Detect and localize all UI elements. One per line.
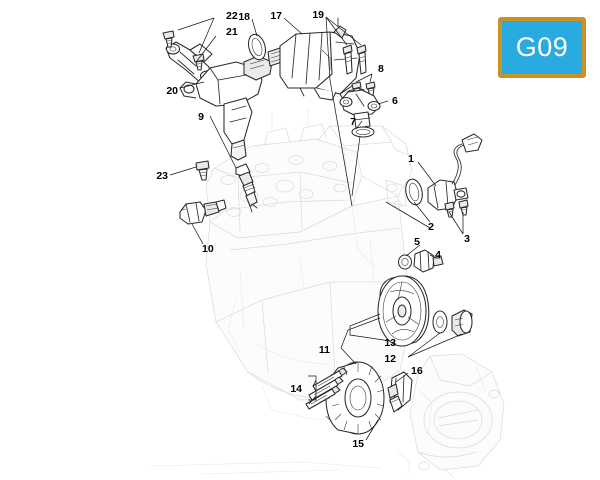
callout-label-23: 23 [156, 170, 168, 182]
crankcase-cover-ghost [397, 353, 505, 479]
callout-label-19: 19 [312, 9, 324, 21]
part-starter-bolt-a [342, 44, 353, 75]
callout-label-16: 16 [411, 365, 423, 377]
part-switch-washer [397, 254, 413, 270]
callout-label-20: 20 [166, 85, 178, 97]
part-sensor-bolt-b [458, 199, 469, 216]
callout-label-22: 22 [226, 10, 238, 22]
part-guide-bracket-bolt-b [192, 53, 205, 71]
callout-label-2: 2 [428, 221, 434, 233]
part-starter-bolt-b [356, 44, 367, 75]
callout-label-14: 14 [290, 383, 302, 395]
callout-label-6: 6 [392, 95, 398, 107]
callout-label-5: 5 [414, 236, 420, 248]
callout-label-21: 21 [226, 26, 238, 38]
part-sensor-o-ring [405, 178, 423, 206]
part-starter-o-ring [247, 33, 267, 61]
diagram-code-badge: G09 [498, 17, 586, 78]
part-crank-position-sensor [427, 133, 483, 211]
part-flywheel-washer [432, 310, 448, 334]
callout-label-15: 15 [352, 438, 364, 450]
callout-label-9: 9 [198, 111, 204, 123]
part-flywheel-bolt [451, 309, 473, 337]
part-guide-bracket-bolt-a [162, 30, 175, 48]
part-flywheel-rotor [377, 275, 430, 347]
callout-label-13: 13 [384, 337, 396, 349]
callout-label-1: 1 [408, 153, 414, 165]
part-spark-plug [235, 163, 258, 213]
leader-lines [169, 16, 464, 441]
part-cover-bolt [195, 160, 210, 181]
callout-label-7: 7 [350, 116, 356, 128]
callout-label-18: 18 [238, 11, 250, 23]
part-coolant-temp-sensor [179, 199, 227, 225]
diagram-code-badge-label: G09 [515, 32, 569, 62]
callout-label-3: 3 [464, 233, 470, 245]
callout-label-17: 17 [270, 10, 282, 22]
callout-label-10: 10 [202, 243, 214, 255]
part-oil-pressure-switch [413, 249, 444, 273]
background-ghost-lines [149, 461, 381, 475]
part-sensor-bolt-a [444, 201, 455, 218]
callout-label-8: 8 [378, 63, 384, 75]
part-cable-clamp [387, 371, 413, 413]
part-cam-sensor-bracket [339, 89, 381, 129]
callout-label-12: 12 [384, 353, 396, 365]
part-bracket-o-ring [351, 126, 375, 138]
part-ignition-coil [179, 55, 273, 161]
callout-label-11: 11 [319, 344, 330, 356]
callout-label-4: 4 [435, 249, 441, 261]
